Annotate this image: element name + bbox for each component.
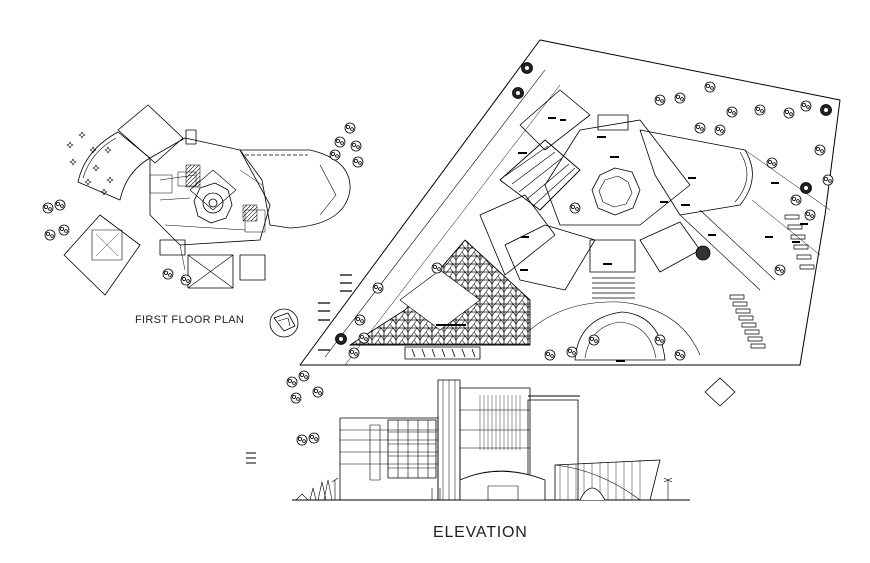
site-room-tags bbox=[436, 117, 808, 362]
site-north-building bbox=[519, 89, 591, 151]
site-parking bbox=[729, 214, 815, 349]
plan-north-block bbox=[117, 104, 184, 164]
first-floor-plan bbox=[42, 104, 364, 296]
site-central-building bbox=[544, 119, 691, 226]
north-arrow-icon bbox=[269, 308, 299, 338]
plan-east-hall bbox=[239, 149, 351, 229]
first-floor-plan-label: FIRST FLOOR PLAN bbox=[135, 314, 245, 326]
site-south-pavilion bbox=[574, 311, 666, 361]
site-east-building bbox=[639, 129, 753, 216]
site-stairs bbox=[592, 277, 635, 299]
plan-south-square bbox=[187, 254, 234, 289]
elevation-entourage bbox=[295, 477, 673, 501]
site-arcade bbox=[404, 346, 481, 360]
site-west-marks bbox=[318, 274, 352, 351]
plan-sw-block bbox=[63, 214, 141, 296]
plan-shrubs bbox=[66, 131, 114, 196]
site-octagon bbox=[591, 167, 641, 216]
elevation-label: ELEVATION bbox=[433, 524, 528, 541]
site-plan bbox=[299, 39, 841, 407]
elevation-window-grid bbox=[387, 419, 437, 479]
elevation-pavilion bbox=[554, 459, 661, 501]
elevation-drawing bbox=[246, 370, 690, 501]
site-south-wing bbox=[589, 239, 636, 273]
plan-west-wing bbox=[77, 131, 151, 201]
site-boundary bbox=[299, 39, 841, 366]
plan-octagon bbox=[193, 182, 233, 224]
plan-core bbox=[149, 137, 271, 246]
